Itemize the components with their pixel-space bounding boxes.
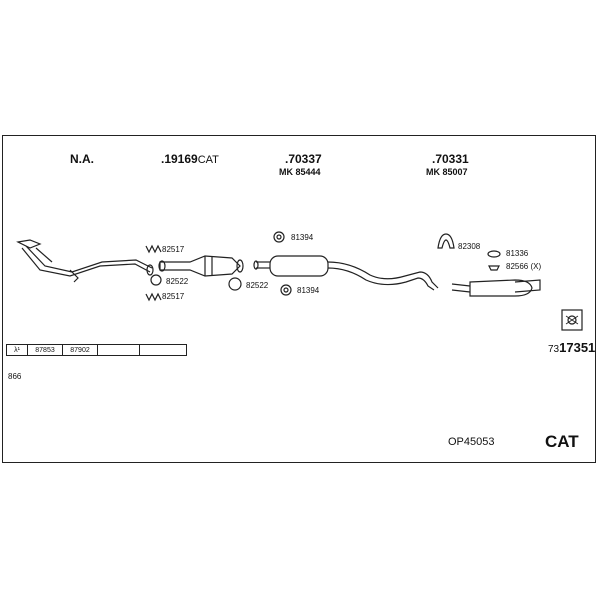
- group-na-label: N.A.: [70, 152, 94, 166]
- part-82522-left: 82522: [166, 277, 189, 286]
- reference-main: 17351: [559, 340, 596, 355]
- group-middle-kit: MK 85444: [279, 167, 321, 177]
- diagram-frame: [2, 135, 596, 463]
- catalytic-suffix: CAT: [197, 154, 219, 166]
- note-text: 866: [8, 372, 22, 381]
- group-rear-label: .70331: [432, 152, 469, 166]
- rear-silencer-drawing: [451, 279, 541, 297]
- reference-number: 7317351: [548, 341, 595, 355]
- table-cell-4: [139, 345, 186, 355]
- diagram-code: OP45053: [448, 436, 495, 448]
- group-rear-kit: MK 85007: [426, 167, 468, 177]
- table-cell-1: 87853: [27, 345, 62, 355]
- part-82308: 82308: [458, 242, 481, 251]
- table-cell-3: [97, 345, 139, 355]
- part-81394-upper: 81394: [291, 233, 314, 242]
- table-cell-2: 87902: [62, 345, 97, 355]
- part-82517-lower: 82517: [162, 292, 185, 301]
- part-82566: 82566 (X): [506, 262, 542, 271]
- cat-badge: CAT: [545, 432, 579, 451]
- middle-silencer-drawing: [253, 255, 439, 291]
- part-81336: 81336: [506, 249, 529, 258]
- part-82517-upper: 82517: [162, 245, 185, 254]
- hardware-drawing: [145, 231, 501, 302]
- group-catalytic-label: .19169CAT: [161, 153, 219, 166]
- catalytic-number: .19169: [161, 152, 198, 166]
- part-82522-right: 82522: [246, 281, 269, 290]
- front-pipe-drawing: [16, 239, 154, 283]
- table-symbol: λ¹: [14, 346, 20, 354]
- group-middle-label: .70337: [285, 152, 322, 166]
- catalytic-converter-drawing: [158, 255, 244, 277]
- part-81394-lower: 81394: [297, 286, 320, 295]
- reference-icon: [561, 309, 583, 331]
- reference-prefix: 73: [548, 344, 560, 355]
- variant-table: λ¹ 87853 87902: [6, 344, 187, 356]
